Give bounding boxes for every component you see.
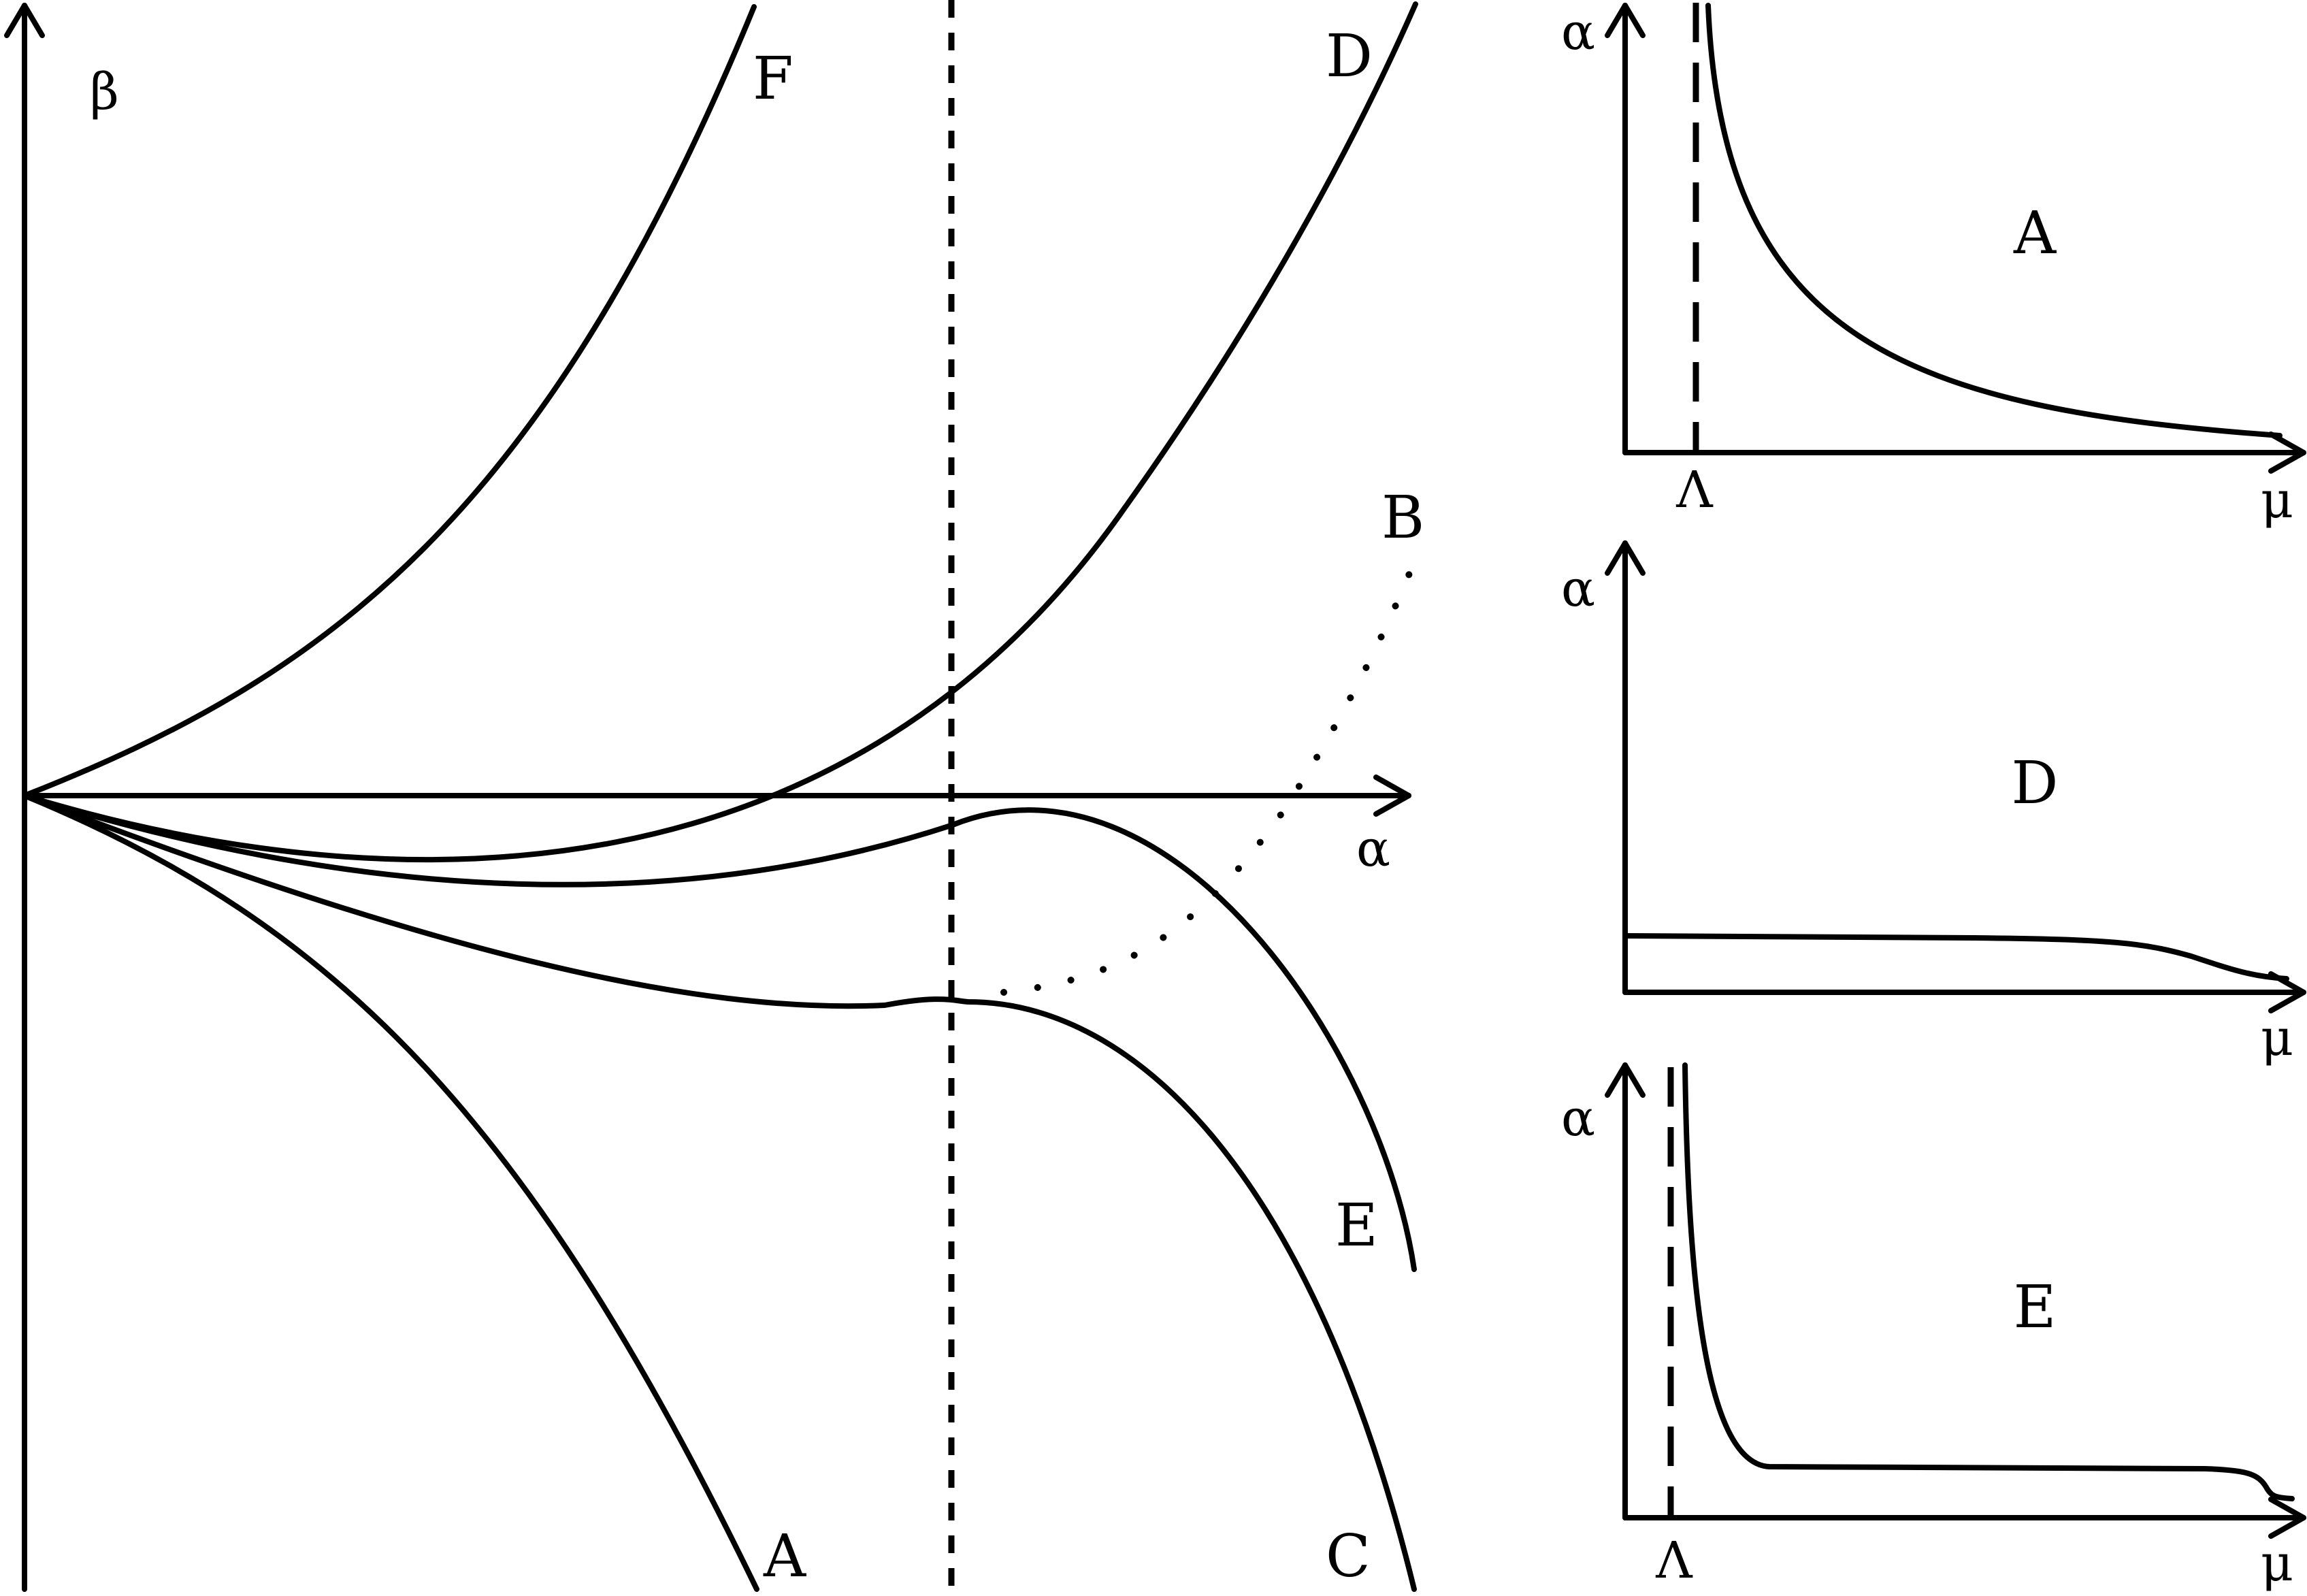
curve-B bbox=[1000, 541, 1424, 996]
curve-C bbox=[22, 793, 1417, 1592]
curve-A-label: A bbox=[763, 1522, 806, 1591]
curve-C-label: C bbox=[1326, 1522, 1371, 1591]
curve-B-label: B bbox=[1381, 484, 1424, 552]
inset-D-curve bbox=[1622, 933, 2289, 981]
inset-E: α μ Λ E bbox=[1561, 1062, 2306, 1593]
inset-A-y-label: α bbox=[1561, 3, 1595, 61]
curve-E bbox=[22, 793, 1417, 1272]
inset-E-y-label: α bbox=[1561, 1089, 1595, 1147]
inset-A-x-label: μ bbox=[2261, 471, 2293, 530]
curve-F bbox=[22, 4, 757, 798]
curve-D-label: D bbox=[1326, 22, 1373, 91]
curve-F-label: F bbox=[753, 45, 793, 113]
inset-E-lambda-label: Λ bbox=[1655, 1531, 1693, 1590]
alpha-axis-arrowhead bbox=[1373, 775, 1411, 817]
main-plot: β α F D B E C A bbox=[4, 0, 1424, 1592]
beta-axis-arrowhead bbox=[4, 3, 45, 38]
inset-E-x-label: μ bbox=[2261, 1534, 2293, 1593]
inset-A: α μ Λ A bbox=[1561, 3, 2306, 530]
inset-A-lambda-label: Λ bbox=[1675, 461, 1714, 519]
inset-E-curve bbox=[1682, 1062, 2295, 1501]
inset-D-x-label: μ bbox=[2261, 1009, 2293, 1067]
inset-D-label: D bbox=[2012, 749, 2059, 817]
inset-A-label: A bbox=[2013, 199, 2057, 267]
inset-A-x-arrowhead bbox=[2268, 431, 2306, 474]
inset-D: α μ D bbox=[1561, 540, 2306, 1067]
inset-D-y-arrowhead bbox=[1605, 540, 1646, 576]
alpha-axis-label: α bbox=[1356, 819, 1390, 878]
inset-E-x-arrowhead bbox=[2268, 1497, 2306, 1539]
inset-E-y-arrowhead bbox=[1605, 1062, 1646, 1098]
beta-axis-label: β bbox=[90, 63, 119, 121]
curve-E-label: E bbox=[1335, 1192, 1378, 1260]
curve-A bbox=[22, 793, 759, 1592]
inset-A-curve bbox=[1705, 3, 2283, 438]
inset-E-label: E bbox=[2014, 1273, 2057, 1341]
inset-A-y-arrowhead bbox=[1605, 3, 1646, 38]
inset-D-y-label: α bbox=[1561, 559, 1595, 618]
curve-D bbox=[22, 1, 1418, 863]
